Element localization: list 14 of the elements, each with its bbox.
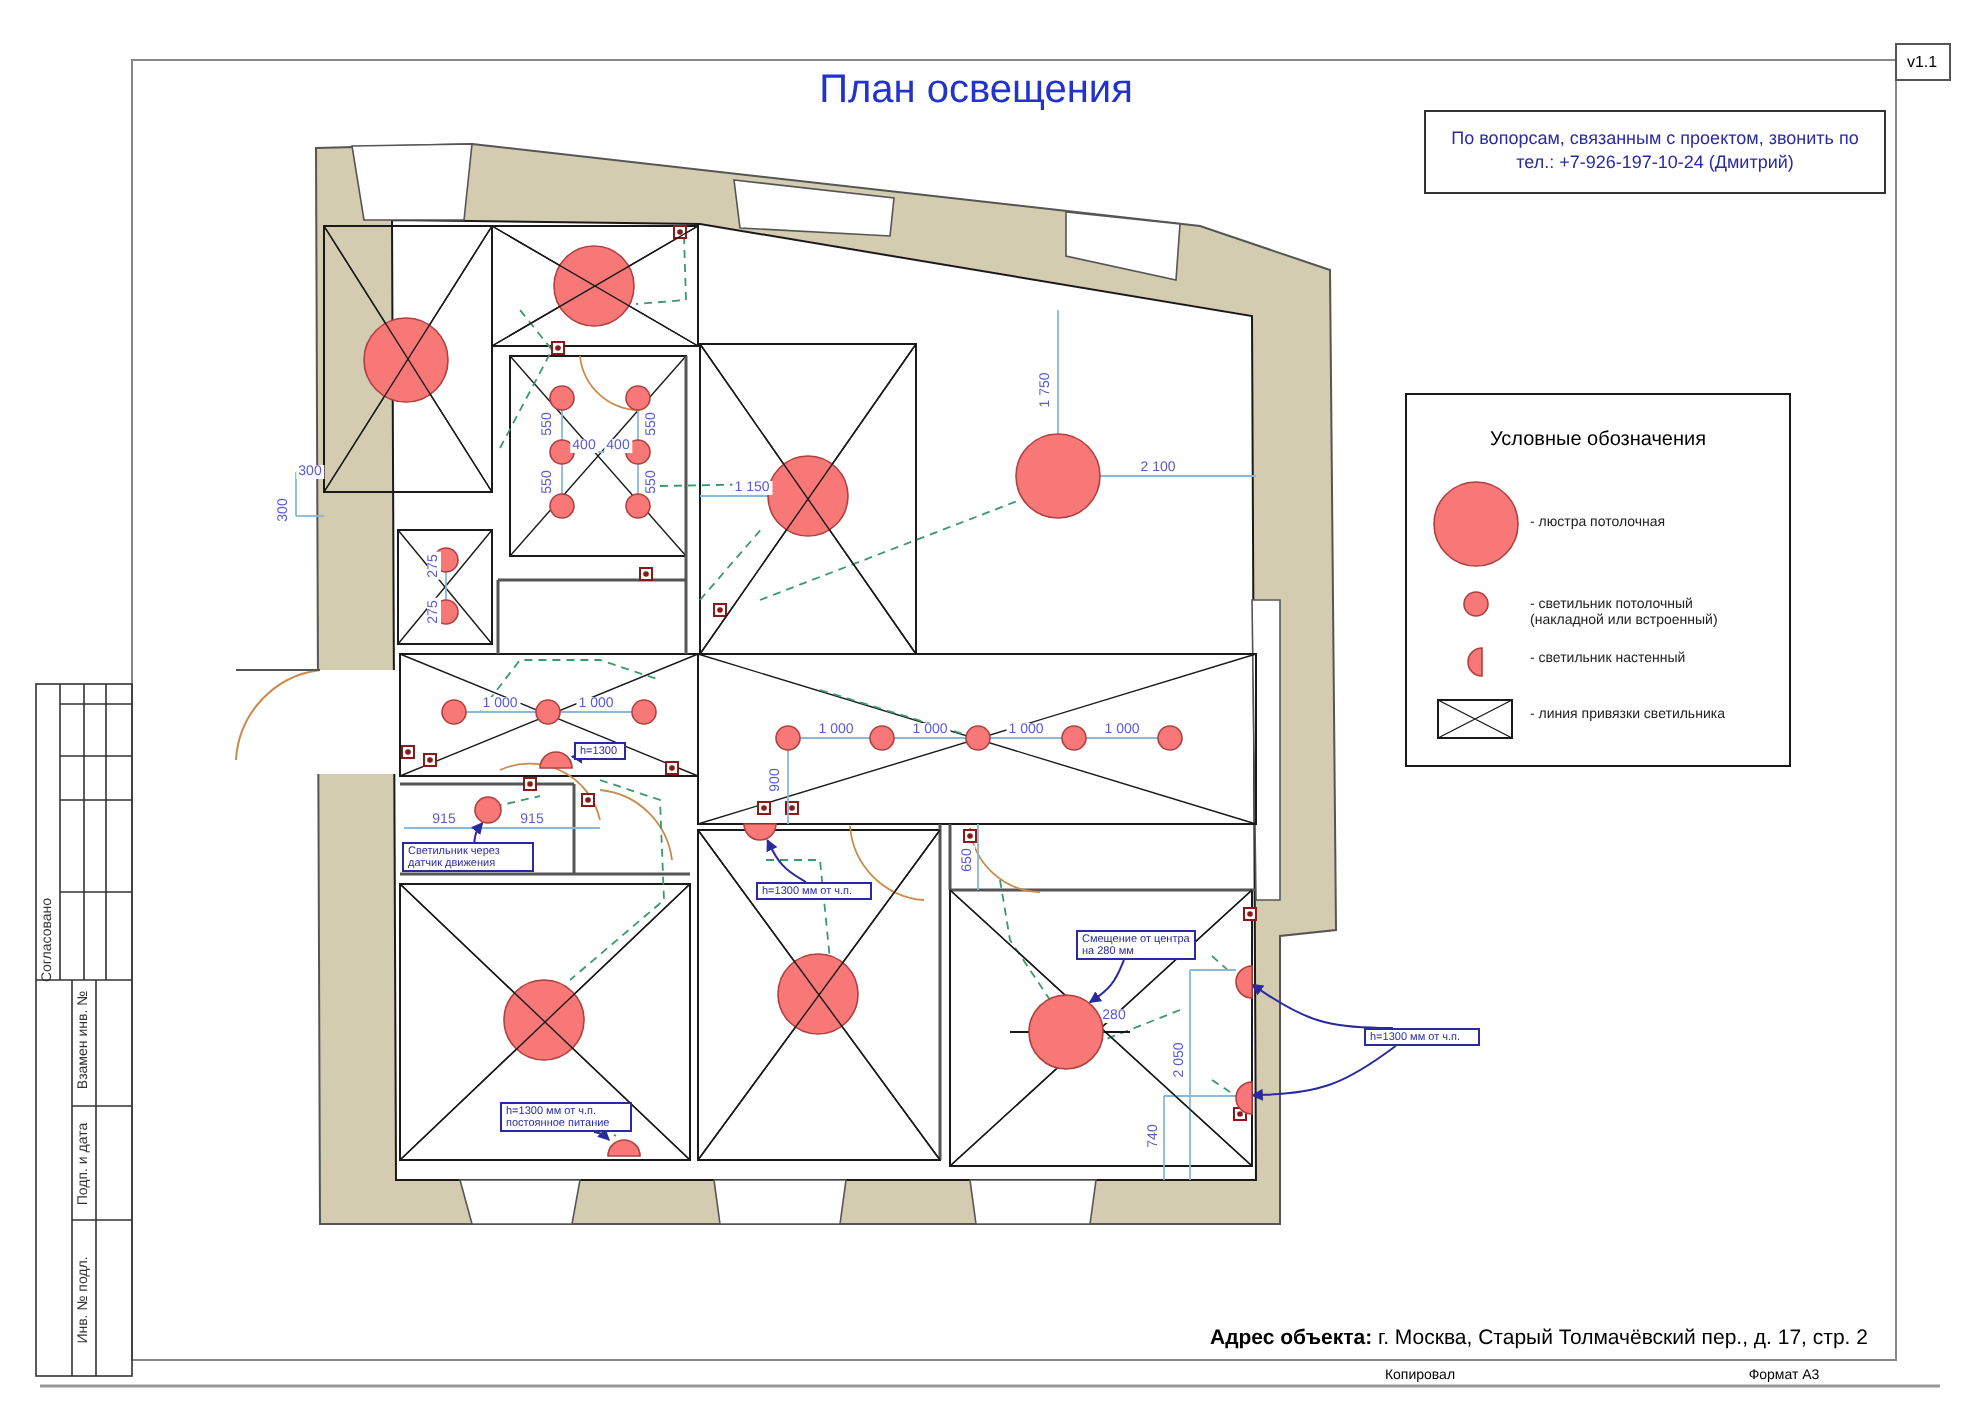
object-address: Адрес объекта: г. Москва, Старый Толмачёвский пер., д. 17, стр. 2 [1210,1326,1868,1350]
diagram-title: План освещения [817,68,1135,114]
leader-arrow [1251,983,1394,1029]
ceiling-light-symbol [474,796,502,824]
legend-title: Условные обозначения [1489,429,1707,451]
leader-arrow [570,751,584,764]
leader-arrow [1250,1045,1397,1101]
leader-arrow [471,821,484,843]
leader-arrow [593,1128,611,1141]
contact-note: По вопорсам, связанным с проектом, звонить по тел.: +7-926-197-10-24 (Дмитрий) [1424,110,1886,194]
leader-arrow [1088,959,1125,1004]
ceiling-light-symbol [1028,994,1104,1070]
version-label: v1.1 [1906,53,1938,71]
leader-arrow [766,838,807,883]
